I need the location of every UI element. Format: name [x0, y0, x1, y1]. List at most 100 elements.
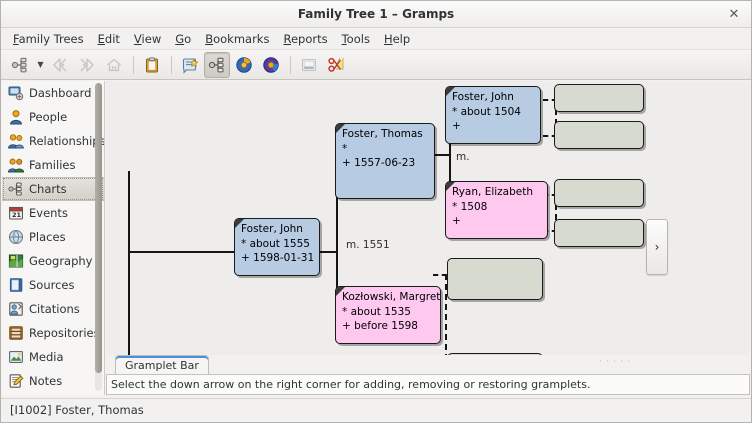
dashboard-icon: [7, 85, 24, 102]
add-bookmark-icon[interactable]: [177, 52, 203, 78]
connector-line: [449, 116, 451, 214]
menu-item-go[interactable]: Go: [168, 30, 198, 48]
close-icon[interactable]: ✕: [728, 7, 740, 22]
person-death: + 1598-01-31: [241, 252, 315, 264]
events-icon: 21: [7, 205, 24, 222]
dashed-connector: [433, 274, 447, 276]
sidebar-item-media[interactable]: Media: [2, 345, 104, 369]
geography-icon: [7, 253, 24, 270]
sidebar-item-people[interactable]: People: [2, 105, 104, 129]
sidebar-item-families[interactable]: Families: [2, 153, 104, 177]
menu-label: elp: [392, 31, 411, 46]
status-bar: [I1002] Foster, Thomas: [1, 398, 751, 422]
menu-item-help[interactable]: Help: [377, 30, 417, 48]
gramplet-bar-dots: · · · · ·: [599, 357, 631, 366]
menu-mnemonic: R: [283, 31, 291, 46]
person-box-empty-2[interactable]: [554, 121, 644, 149]
person-box-mother[interactable]: Kozłowski, Margret * about 1535 + before…: [335, 286, 441, 344]
sidebar-item-label: Places: [29, 230, 66, 244]
person-name: Kozłowski, Margret: [342, 291, 441, 303]
media-icon[interactable]: [296, 52, 322, 78]
merge-icon[interactable]: [323, 52, 349, 78]
sidebar-item-relationships[interactable]: Relationships: [2, 129, 104, 153]
dashed-connector: [543, 230, 557, 232]
sidebar-item-label: Repositories: [29, 326, 100, 340]
sidebar-scrollbar-thumb[interactable]: [95, 83, 102, 373]
menu-mnemonic: H: [383, 31, 393, 46]
person-box-father[interactable]: Foster, Thomas * + 1557-06-23: [335, 123, 435, 199]
reports-icon[interactable]: [231, 52, 257, 78]
dashed-connector: [445, 274, 447, 355]
menu-mnemonic: E: [97, 31, 105, 46]
person-box-empty-3[interactable]: [554, 179, 644, 207]
marriage-label-root: m. 1551: [346, 239, 390, 251]
connector-line: [336, 154, 338, 314]
connector-line: [435, 154, 451, 156]
menu-item-family-trees[interactable]: Family Trees: [6, 30, 91, 48]
toolbar-separator: [133, 55, 134, 74]
person-box-grandfather[interactable]: Foster, John * about 1504 +: [445, 86, 541, 144]
person-box-grandmother[interactable]: Ryan, Elizabeth * 1508 +: [445, 181, 548, 239]
person-box-root[interactable]: Foster, John * about 1555 + 1598-01-31: [234, 218, 320, 276]
clipboard-icon[interactable]: [139, 52, 165, 78]
person-birth: *: [342, 142, 348, 155]
sidebar-item-sources[interactable]: Sources: [2, 273, 104, 297]
dashed-connector: [555, 99, 557, 135]
menu-label: ools: [346, 31, 370, 46]
person-box-empty-mgf[interactable]: [447, 258, 543, 300]
menu-label: o: [184, 31, 192, 46]
sidebar-scrollbar[interactable]: [95, 83, 102, 391]
menu-item-reports[interactable]: Reports: [276, 30, 334, 48]
sidebar-item-label: Families: [29, 158, 76, 172]
sidebar-item-events[interactable]: 21 Events: [2, 201, 104, 225]
tools-icon[interactable]: [258, 52, 284, 78]
person-chart-icon[interactable]: [7, 52, 33, 78]
back-arrow-icon[interactable]: [47, 52, 73, 78]
notes-icon: [7, 373, 24, 390]
person-birth: * about 1504: [452, 105, 521, 118]
sidebar-item-charts[interactable]: Charts: [2, 177, 104, 201]
person-box-corner-marker: [235, 219, 244, 228]
sidebar-item-citations[interactable]: Citations: [2, 297, 104, 321]
sidebar-item-label: Media: [29, 350, 64, 364]
sidebar-item-places[interactable]: Places: [2, 225, 104, 249]
connector-line: [128, 171, 130, 355]
sidebar-item-label: Dashboard: [29, 86, 92, 100]
sidebar-item-label: Citations: [29, 302, 80, 316]
expand-right-button[interactable]: ›: [646, 219, 668, 275]
person-box-empty-4[interactable]: [554, 219, 644, 247]
sidebar-item-dashboard[interactable]: Dashboard: [2, 81, 104, 105]
person-death: + before 1598: [342, 320, 418, 332]
sidebar-item-label: Events: [29, 206, 68, 220]
dashed-connector: [543, 99, 557, 101]
citations-icon: [7, 301, 24, 318]
charts-view-icon[interactable]: [204, 51, 230, 78]
menu-mnemonic: V: [133, 31, 142, 46]
menu-label: iew: [141, 31, 162, 46]
menu-label: ookmarks: [213, 31, 270, 46]
people-icon: [7, 109, 24, 126]
person-box-empty-1[interactable]: [554, 84, 644, 112]
menu-item-edit[interactable]: Edit: [91, 30, 127, 48]
connector-line: [318, 251, 338, 253]
person-name: Foster, John: [241, 223, 303, 235]
chevron-down-icon[interactable]: ▼: [37, 60, 44, 69]
sidebar-item-geography[interactable]: Geography: [2, 249, 104, 273]
menu-item-bookmarks[interactable]: Bookmarks: [198, 30, 276, 48]
charts-icon: [7, 181, 24, 198]
tab-gramplet-bar[interactable]: Gramplet Bar: [115, 355, 209, 375]
person-name: Foster, Thomas: [342, 128, 423, 140]
pedigree-chart-canvas[interactable]: Foster, John * about 1555 + 1598-01-31 m…: [106, 81, 750, 355]
menu-item-view[interactable]: View: [127, 30, 168, 48]
sidebar-item-repositories[interactable]: Repositories: [2, 321, 104, 345]
menu-bar: Family Trees Edit View Go Bookmarks Repo…: [1, 28, 751, 50]
sources-icon: [7, 277, 24, 294]
forward-arrow-icon[interactable]: [74, 52, 100, 78]
sidebar-item-label: Relationships: [29, 134, 104, 148]
person-death: + 1557-06-23: [342, 157, 416, 169]
home-icon[interactable]: [101, 52, 127, 78]
menu-item-tools[interactable]: Tools: [335, 30, 377, 48]
dashed-connector: [543, 194, 557, 196]
sidebar-item-notes[interactable]: Notes: [2, 369, 104, 393]
